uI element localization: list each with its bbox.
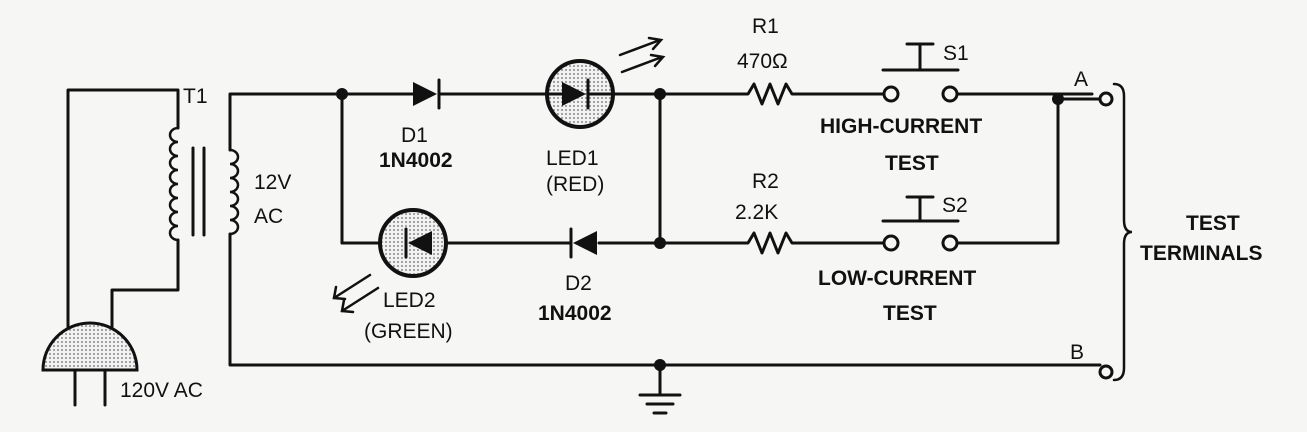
junction-dot xyxy=(654,237,666,249)
diode-icon xyxy=(569,227,597,259)
light-emission-arrows-icon xyxy=(618,36,666,74)
d2-part-label: 1N4002 xyxy=(538,302,612,325)
junction-dot xyxy=(336,88,348,100)
pushbutton-switch-icon xyxy=(881,42,960,103)
pushbutton-switch-icon xyxy=(881,195,960,252)
diode-icon xyxy=(413,78,441,110)
junction-dot xyxy=(654,359,666,371)
terminal-b-label: B xyxy=(1070,341,1084,364)
led1-ref-label: LED1 xyxy=(546,147,599,170)
primary-wires xyxy=(66,88,180,342)
resistor-icon xyxy=(738,82,800,106)
r2-ref-label: R2 xyxy=(752,170,779,193)
s2-caption-label: LOW-CURRENT xyxy=(818,267,976,290)
s1-ref-label: S1 xyxy=(943,42,969,65)
resistor-icon xyxy=(738,231,800,255)
terminals-caption-label: TEST xyxy=(1186,212,1240,235)
terminal-a xyxy=(1056,91,1114,107)
transformer-icon xyxy=(168,126,240,242)
s1-caption-label: HIGH-CURRENT xyxy=(820,115,982,138)
led-icon xyxy=(544,59,616,129)
led1-color-label: (RED) xyxy=(546,173,604,196)
terminals-caption-label-2: TERMINALS xyxy=(1140,242,1263,265)
circuit-wires xyxy=(228,92,1095,397)
plug-icon xyxy=(41,321,139,407)
r1-value-label: 470Ω xyxy=(737,50,788,73)
d1-ref-label: D1 xyxy=(401,124,428,147)
plug-label: 120V AC xyxy=(120,379,203,402)
brace-icon xyxy=(1112,82,1133,382)
led2-ref-label: LED2 xyxy=(383,289,436,312)
terminal-a-label: A xyxy=(1074,68,1088,91)
light-emission-arrows-icon xyxy=(332,273,380,314)
r2-value-label: 2.2K xyxy=(735,201,778,224)
d1-part-label: 1N4002 xyxy=(379,149,453,172)
s2-test-label: TEST xyxy=(883,302,937,325)
led2-color-label: (GREEN) xyxy=(364,320,453,343)
s1-test-label: TEST xyxy=(885,152,939,175)
d2-ref-label: D2 xyxy=(565,272,592,295)
t1-ac-label: AC xyxy=(254,205,283,228)
t1-label: T1 xyxy=(183,85,208,108)
terminal-icon xyxy=(1098,364,1114,380)
terminal-icon xyxy=(1098,91,1114,107)
ground-icon xyxy=(638,393,682,415)
r1-ref-label: R1 xyxy=(752,15,779,38)
led-icon xyxy=(378,208,448,278)
junction-dot xyxy=(654,88,666,100)
t1-voltage-label: 12V xyxy=(254,171,291,194)
s2-ref-label: S2 xyxy=(942,194,968,217)
terminal-b xyxy=(1091,363,1114,380)
